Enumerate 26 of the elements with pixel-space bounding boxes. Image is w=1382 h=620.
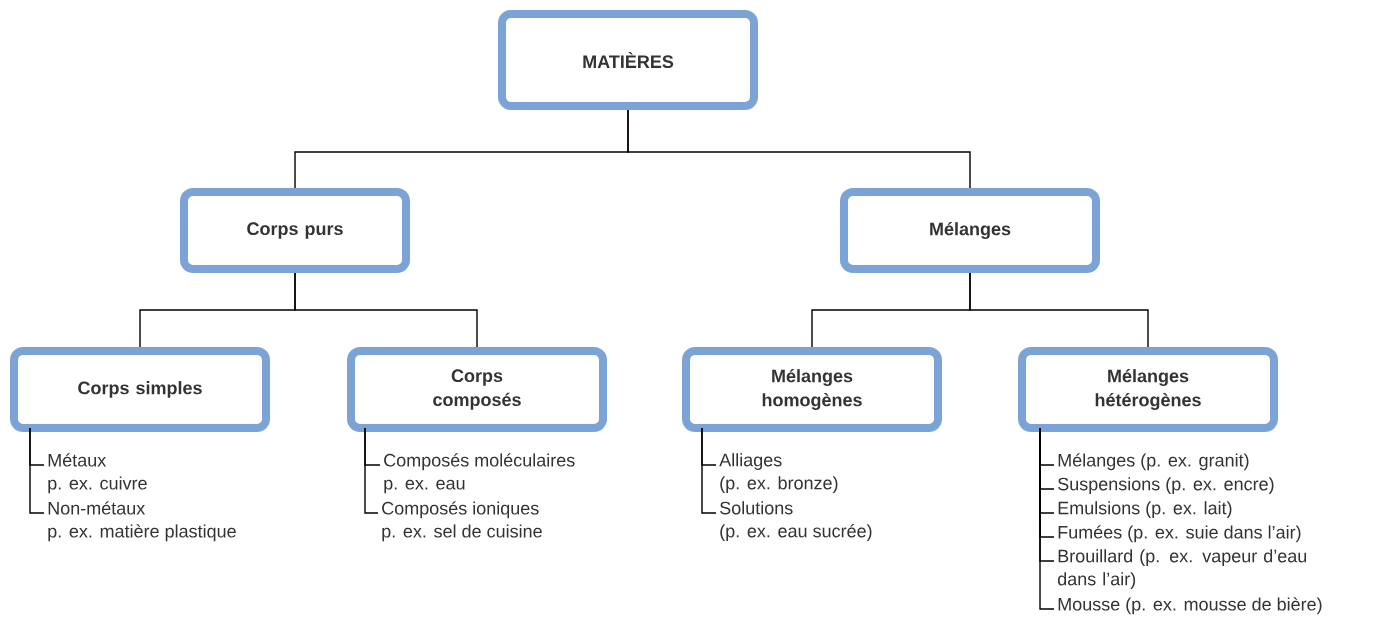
connector-line xyxy=(701,427,717,514)
category-box: Corps purs xyxy=(180,188,410,273)
list-item: Composés moléculaires p. ex. eau xyxy=(384,453,575,494)
list-item: Mélanges (p. ex. granit) xyxy=(1058,453,1249,471)
list-item: Alliages (p. ex. bronze) xyxy=(719,453,838,493)
list-item: Brouillard (p. ex. vapeur d’eau dans l’air) xyxy=(1057,549,1307,589)
list-item: Solutions (p. ex. eau sucrée) xyxy=(720,501,872,541)
list-item: Fumées (p. ex. suie dans l’air) xyxy=(1058,525,1301,543)
category-box: MATIÈRES xyxy=(498,10,758,110)
list-item: Composés ioniques p. ex. sel de cuisine xyxy=(382,501,542,542)
category-box: Mélanges homogènes xyxy=(682,347,942,432)
connector-line xyxy=(627,109,971,189)
list-item: Emulsions (p. ex. lait) xyxy=(1058,501,1232,518)
connector-line xyxy=(1039,427,1055,610)
list-item: Suspensions (p. ex. encre) xyxy=(1058,477,1274,494)
list-item: Non-métaux p. ex. matière plastique xyxy=(48,501,236,542)
list-item: Métaux p. ex. cuivre xyxy=(48,453,147,494)
category-box: Corps simples xyxy=(10,347,270,432)
category-box: Corps composés xyxy=(347,347,607,432)
connector-line xyxy=(29,427,45,514)
category-box: Mélanges hétérogènes xyxy=(1018,347,1278,432)
connector-line xyxy=(294,272,478,348)
connector-line xyxy=(364,427,379,514)
category-box: Mélanges xyxy=(840,188,1100,273)
connector-line xyxy=(969,272,1149,348)
list-item: Mousse (p. ex. mousse de bière) xyxy=(1058,597,1322,615)
